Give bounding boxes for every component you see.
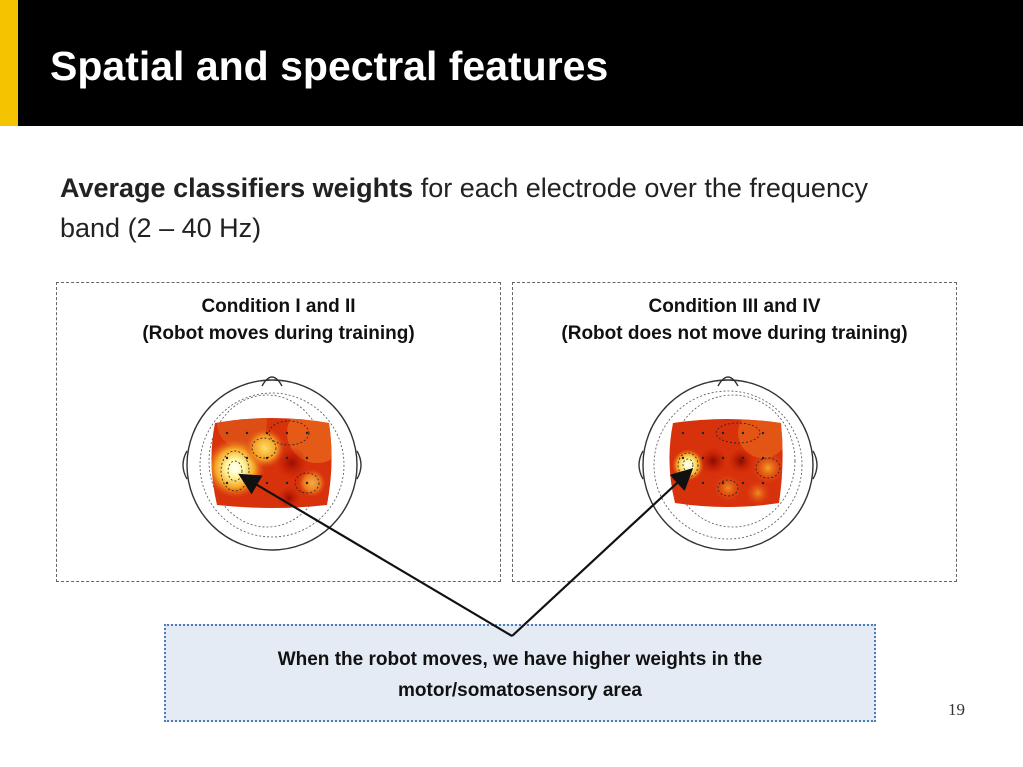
panel-condition-1-2: Condition I and II (Robot moves during t… bbox=[56, 282, 501, 582]
accent-bar bbox=[0, 0, 18, 126]
slide-title: Spatial and spectral features bbox=[50, 43, 609, 89]
topographic-map-icon bbox=[182, 376, 362, 551]
panel-subheading: (Robot does not move during training) bbox=[561, 323, 908, 344]
panel-heading: Condition I and II bbox=[201, 296, 356, 317]
page-number: 19 bbox=[948, 700, 965, 719]
subtitle-rest: for each electrode over the frequency ba… bbox=[60, 173, 868, 243]
callout-text: When the robot moves, we have higher wei… bbox=[277, 649, 763, 701]
panel-condition-3-4: Condition III and IV (Robot does not mov… bbox=[512, 282, 957, 582]
panel-subheading: (Robot moves during training) bbox=[142, 323, 415, 344]
subtitle-bold: Average classifiers weights bbox=[60, 173, 414, 203]
topographic-map-icon bbox=[638, 376, 818, 551]
title-bar: Spatial and spectral features bbox=[0, 0, 1023, 126]
slide-subtitle: Average classifiers weights for each ele… bbox=[60, 168, 880, 248]
callout-box: When the robot moves, we have higher wei… bbox=[164, 624, 876, 722]
panel-heading: Condition III and IV bbox=[648, 296, 821, 317]
